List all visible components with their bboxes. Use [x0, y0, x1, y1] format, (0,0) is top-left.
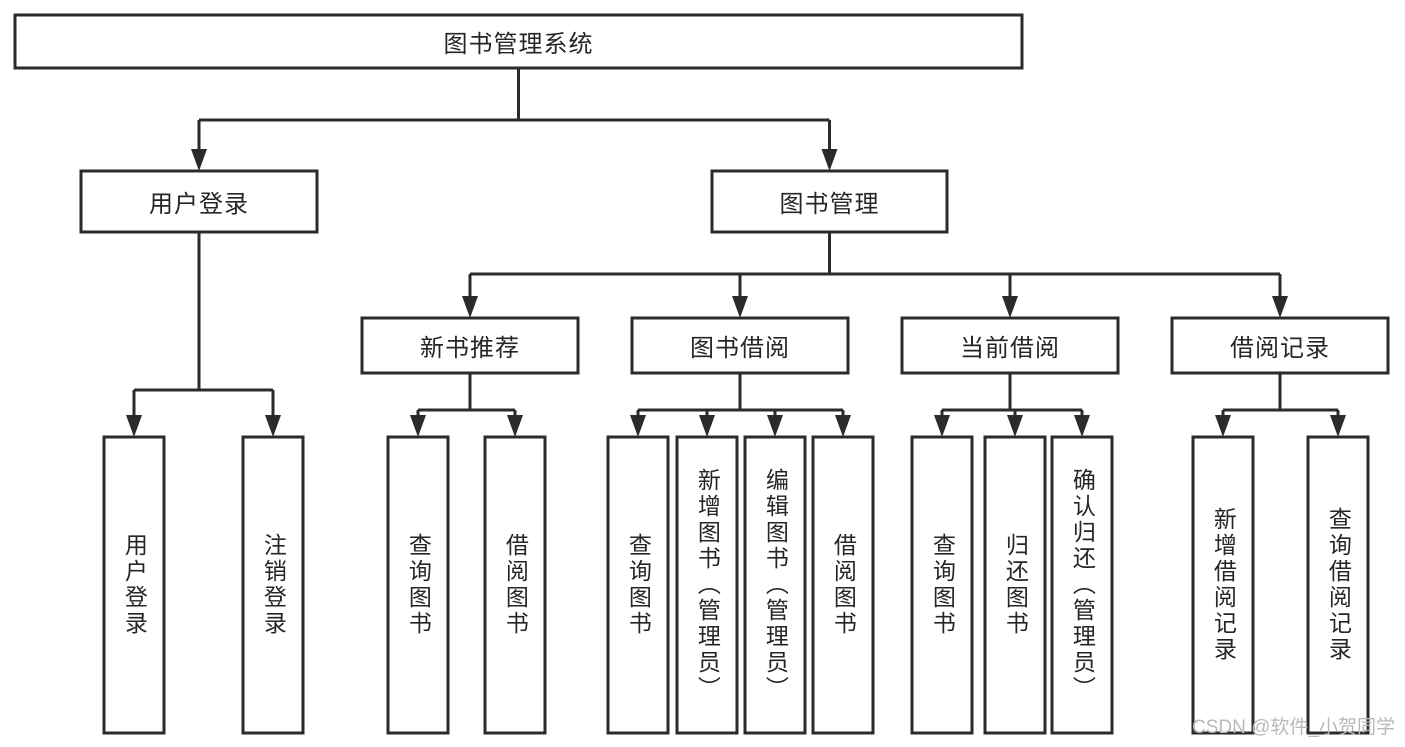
- user-login-arrow: [265, 415, 281, 437]
- book-manage-arrow: [1002, 296, 1018, 318]
- node-user-login: [79, 169, 319, 234]
- borrow-record-arrow: [1215, 415, 1231, 437]
- book-borrow-arrow: [767, 415, 783, 437]
- book-borrow-arrow: [699, 415, 715, 437]
- root-arrow: [821, 149, 838, 171]
- node-leaf-return-book: [983, 435, 1047, 735]
- node-leaf-edit-book-admin: [743, 435, 807, 735]
- book-manage-arrow: [1272, 296, 1288, 318]
- watermark-text: CSDN @软件_小贺同学: [1192, 717, 1395, 738]
- node-leaf-borrow-book-1: [483, 435, 547, 735]
- node-leaf-user-login: [102, 435, 166, 735]
- node-leaf-query-book-2: [606, 435, 670, 735]
- node-leaf-confirm-return-admin: [1050, 435, 1114, 735]
- current-borrow-arrow: [1007, 415, 1023, 437]
- current-borrow-arrow: [1074, 415, 1090, 437]
- node-new-book-recommend: [360, 316, 580, 375]
- node-leaf-borrow-book-2: [811, 435, 875, 735]
- new-book-recommend-arrow: [507, 415, 523, 437]
- root-arrow: [191, 149, 207, 171]
- book-manage-arrow: [462, 296, 478, 318]
- current-borrow-arrow: [934, 415, 950, 437]
- node-root: [13, 13, 1024, 70]
- book-borrow-arrow: [630, 415, 646, 437]
- node-leaf-logout-login: [241, 435, 305, 735]
- user-login-arrow: [126, 415, 142, 437]
- book-manage-arrow: [732, 296, 748, 318]
- node-leaf-add-borrow-record: [1191, 435, 1255, 735]
- node-book-manage: [710, 169, 949, 234]
- node-borrow-record: [1170, 316, 1390, 375]
- new-book-recommend-arrow: [410, 415, 426, 437]
- node-leaf-query-book-1: [386, 435, 450, 735]
- book-borrow-arrow: [835, 415, 851, 437]
- node-leaf-query-borrow-record: [1306, 435, 1370, 735]
- node-book-borrow: [630, 316, 850, 375]
- node-current-borrow: [900, 316, 1120, 375]
- node-leaf-add-book-admin: [675, 435, 739, 735]
- borrow-record-arrow: [1330, 415, 1346, 437]
- node-leaf-query-book-3: [910, 435, 974, 735]
